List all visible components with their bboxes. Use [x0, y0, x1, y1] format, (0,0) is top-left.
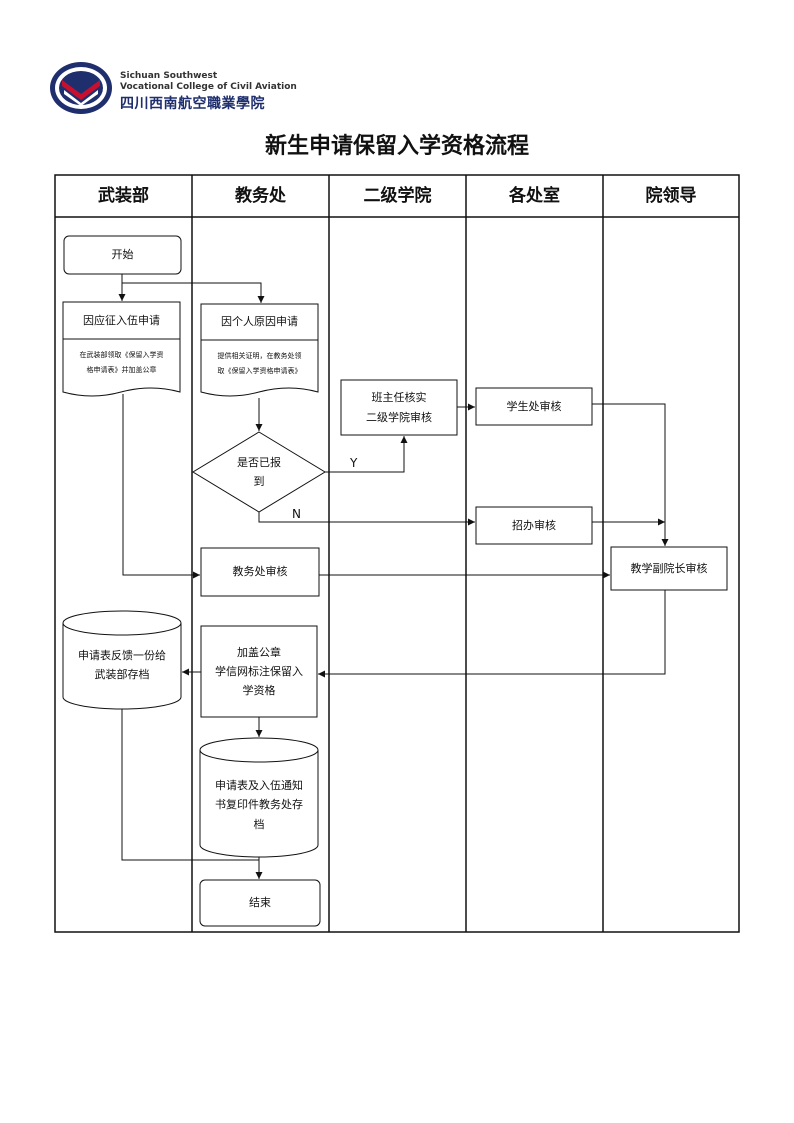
student-affairs-label: 学生处审核: [476, 388, 592, 425]
start-text: 开始: [111, 248, 134, 262]
academic-archive-cylinder: [199, 750, 319, 858]
lane-header-departments: 各处室: [509, 186, 560, 206]
personal-note-document: [200, 339, 319, 397]
page-title: 新生申请保留入学资格流程: [264, 133, 529, 159]
feedback-archive-cylinder-top: [62, 610, 182, 636]
personal-note-line: 提供相关证明，在教务处领: [217, 351, 302, 360]
end-node: [199, 879, 321, 927]
college-emblem-icon: [50, 62, 112, 114]
edge-label-yes: Y: [350, 456, 358, 470]
admissions-label: 招办审核: [476, 507, 592, 544]
military-apply-text: 因应征入伍申请: [83, 313, 160, 327]
stamp-line: 加盖公章: [237, 645, 281, 659]
academic-archive-cylinder-top: [199, 737, 319, 763]
lane-header-leadership: 院领导: [645, 186, 697, 206]
student-affairs-text: 学生处审核: [506, 399, 562, 413]
vice-president-label: 教学副院长审核: [611, 547, 727, 590]
personal-apply-text: 因个人原因申请: [221, 315, 298, 329]
edge-decision-yes: [325, 436, 408, 473]
end-text: 结束: [249, 896, 271, 910]
decision-line: 是否已报: [237, 455, 281, 469]
personal-apply-box: [200, 303, 319, 341]
academic-review-label: 教务处审核: [201, 548, 319, 596]
academic-archive-label: 申请表及入伍通知 书复印件教务处存 档: [200, 772, 318, 838]
feedback-archive-line: 武装部存档: [94, 668, 150, 681]
vice-president-box: [610, 546, 728, 591]
stamp-box: [200, 625, 318, 718]
edge-military-to-academic-review: [122, 394, 200, 579]
teacher-verify-label: 班主任核实 二级学院审核: [341, 380, 457, 435]
college-logo: Sichuan Southwest Vocational College of …: [48, 60, 338, 116]
edge-feedback-archive-to-end: [121, 709, 259, 861]
personal-note-line: 取《保留入学资格申请表》: [217, 367, 302, 375]
swimlane-table-border: [54, 174, 740, 933]
edge-start-to-personal: [122, 282, 265, 303]
personal-apply-label: 因个人原因申请: [201, 304, 318, 340]
logo-chinese-name: 四川西南航空職業學院: [120, 96, 265, 112]
military-note-line: 在武装部领取《保留入学资: [79, 350, 164, 359]
military-note-line: 格申请表》并加盖公章: [86, 366, 157, 374]
academic-review-text: 教务处审核: [232, 565, 288, 579]
logo-english-line2: Vocational College of Civil Aviation: [120, 82, 297, 92]
logo-english-line1: Sichuan Southwest: [120, 71, 218, 81]
feedback-archive-label: 申请表反馈一份给 武装部存档: [63, 640, 181, 690]
military-note-label: 在武装部领取《保留入学资 格申请表》并加盖公章: [63, 343, 180, 383]
edge-label-no: N: [292, 507, 301, 521]
feedback-archive-cylinder: [62, 623, 182, 710]
military-note-document: [62, 338, 181, 397]
lane-header-academic-affairs: 教务处: [235, 186, 286, 206]
decision-label: 是否已报 到: [223, 448, 295, 496]
feedback-archive-line: 申请表反馈一份给: [78, 648, 166, 662]
admissions-text: 招办审核: [512, 518, 556, 532]
edge-decision-no: [258, 512, 475, 526]
start-label: 开始: [64, 236, 181, 274]
vice-president-text: 教学副院长审核: [630, 561, 708, 575]
student-affairs-box: [475, 387, 593, 426]
military-apply-box: [62, 301, 181, 340]
academic-archive-line: 档: [253, 817, 265, 831]
edge-student-affairs-to-vice-president: [592, 403, 669, 546]
end-label: 结束: [200, 880, 320, 926]
stamp-line: 学资格: [242, 684, 276, 698]
military-apply-label: 因应征入伍申请: [63, 302, 180, 339]
academic-archive-line: 申请表及入伍通知: [215, 779, 303, 793]
teacher-verify-box: [340, 379, 458, 436]
stamp-line: 学信网标注保留入: [215, 664, 303, 678]
teacher-verify-line: 二级学院审核: [366, 410, 432, 424]
lane-header-military: 武装部: [98, 186, 149, 206]
academic-archive-line: 书复印件教务处存: [215, 798, 303, 812]
edge-vice-president-to-stamp: [318, 590, 666, 678]
lane-header-secondary-college: 二级学院: [363, 186, 432, 206]
stamp-label: 加盖公章 学信网标注保留入 学资格: [201, 626, 317, 717]
decision-line: 到: [253, 475, 265, 488]
personal-note-label: 提供相关证明，在教务处领 取《保留入学资格申请表》: [201, 344, 318, 384]
admissions-box: [475, 506, 593, 545]
teacher-verify-line: 班主任核实: [371, 391, 427, 405]
academic-review-box: [200, 547, 320, 597]
